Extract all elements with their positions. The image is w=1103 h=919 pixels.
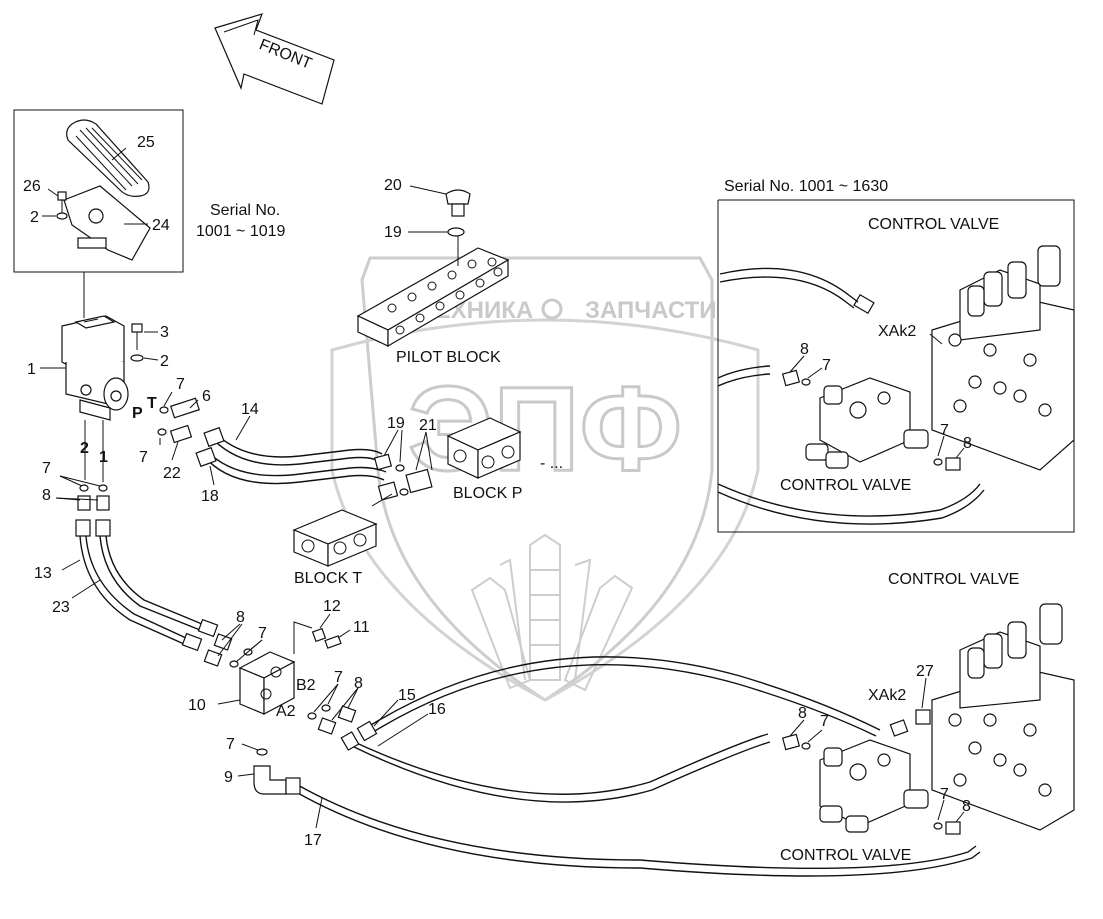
hoses-14-18: 14 18 <box>195 401 387 505</box>
callout-7-a2: 7 <box>334 669 343 686</box>
watermark-brand-right: ЗАПЧАСТИ <box>585 297 717 324</box>
callout-26: 26 <box>23 178 41 195</box>
callout-7-p: 7 <box>176 376 185 393</box>
valve-box-serial: Serial No. 1001 ~ 1630 <box>724 178 888 195</box>
callout-8-upper: 8 <box>800 341 809 358</box>
callout-14: 14 <box>241 401 259 418</box>
lower-hoses: 15 16 17 <box>285 656 981 877</box>
callout-13: 13 <box>34 565 52 582</box>
hoses-13-23: 7 8 13 23 <box>34 460 219 652</box>
lower-right-valve-label: CONTROL VALVE <box>888 571 1019 588</box>
block-p-label: BLOCK P <box>453 485 522 502</box>
callout-16: 16 <box>428 701 446 718</box>
callout-11: 11 <box>353 619 370 636</box>
callout-2: 2 <box>160 353 169 370</box>
block-p: BLOCK P - ... 19 21 <box>373 415 563 502</box>
upper-box-valve-label: CONTROL VALVE <box>868 216 999 233</box>
callout-7-upper: 7 <box>822 357 831 374</box>
callout-8-lower-b: 8 <box>962 798 971 815</box>
pedal-serial-line2: 1001 ~ 1019 <box>196 223 286 240</box>
callout-21: 21 <box>419 417 437 434</box>
callout-10: 10 <box>188 697 206 714</box>
callout-20: 20 <box>384 177 402 194</box>
watermark: ТЕХНИКА ЗАПЧАСТИ ЭПФ <box>330 256 760 702</box>
port-t-label: T <box>147 395 157 412</box>
port-b2-label: B2 <box>296 677 316 694</box>
lower-valve-label: CONTROL VALVE <box>780 847 911 864</box>
callout-7-lower-b: 7 <box>940 786 949 803</box>
pedal-serial-line1: Serial No. <box>210 202 280 219</box>
callout-25: 25 <box>137 134 155 151</box>
callout-7-t: 7 <box>139 449 148 466</box>
callout-15: 15 <box>398 687 416 704</box>
callout-7-left-b: 7 <box>258 625 267 642</box>
callout-18: 18 <box>201 488 219 505</box>
xak2-upper: XAk2 <box>878 323 916 340</box>
upper-valve-label: CONTROL VALVE <box>780 477 911 494</box>
callout-8-upper-b: 8 <box>963 435 972 452</box>
callout-24: 24 <box>152 217 170 234</box>
callout-8-a2: 8 <box>354 675 363 692</box>
pedal-valve: 1 3 2 P T 2 1 <box>27 315 169 482</box>
pilot-block: 20 19 PILOT BLOCK <box>356 177 510 366</box>
callout-2-detail: 2 <box>30 209 39 226</box>
callout-7-left: 7 <box>42 460 51 477</box>
block-10: 10 B2 A2 12 11 7 9 7 8 <box>188 598 370 795</box>
callout-3: 3 <box>160 324 169 341</box>
port-p-label: P <box>132 405 143 422</box>
callout-22: 22 <box>163 465 181 482</box>
callout-27: 27 <box>916 663 934 680</box>
callout-8-left-b: 8 <box>236 609 245 626</box>
callout-7-lower: 7 <box>820 713 829 730</box>
callout-9: 9 <box>224 769 233 786</box>
pilot-block-label: PILOT BLOCK <box>396 349 501 366</box>
dots: - ... <box>540 455 563 472</box>
callout-7-elbow: 7 <box>226 736 235 753</box>
callout-23: 23 <box>52 599 70 616</box>
callout-8-lower: 8 <box>798 705 807 722</box>
upper-hoses <box>717 267 985 525</box>
block10-fittings: 8 7 <box>203 609 267 668</box>
callout-1: 1 <box>27 361 36 378</box>
watermark-gear-icon <box>541 298 563 320</box>
lower-valves: CONTROL VALVE CONTROL VALVE XAk2 27 <box>780 571 1075 864</box>
callout-12: 12 <box>323 598 341 615</box>
block-t: BLOCK T <box>292 493 393 587</box>
callout-6: 6 <box>202 388 211 405</box>
callout-8-left: 8 <box>42 487 51 504</box>
xak2-lower: XAk2 <box>868 687 906 704</box>
watermark-logo: ЭПФ <box>408 362 682 496</box>
callout-7-upper-b: 7 <box>940 422 949 439</box>
pedal-detail-box: 25 26 2 24 <box>13 109 184 273</box>
port-a2-label: A2 <box>276 703 296 720</box>
callout-17: 17 <box>304 832 322 849</box>
front-arrow: FRONT <box>214 13 335 105</box>
pt-fittings: 7 6 7 22 <box>139 376 211 482</box>
callout-19-pilot: 19 <box>384 224 402 241</box>
callout-19: 19 <box>387 415 405 432</box>
block-t-label: BLOCK T <box>294 570 362 587</box>
upper-valve-box: CONTROL VALVE CONTROL VALVE 8 <box>717 199 1075 533</box>
